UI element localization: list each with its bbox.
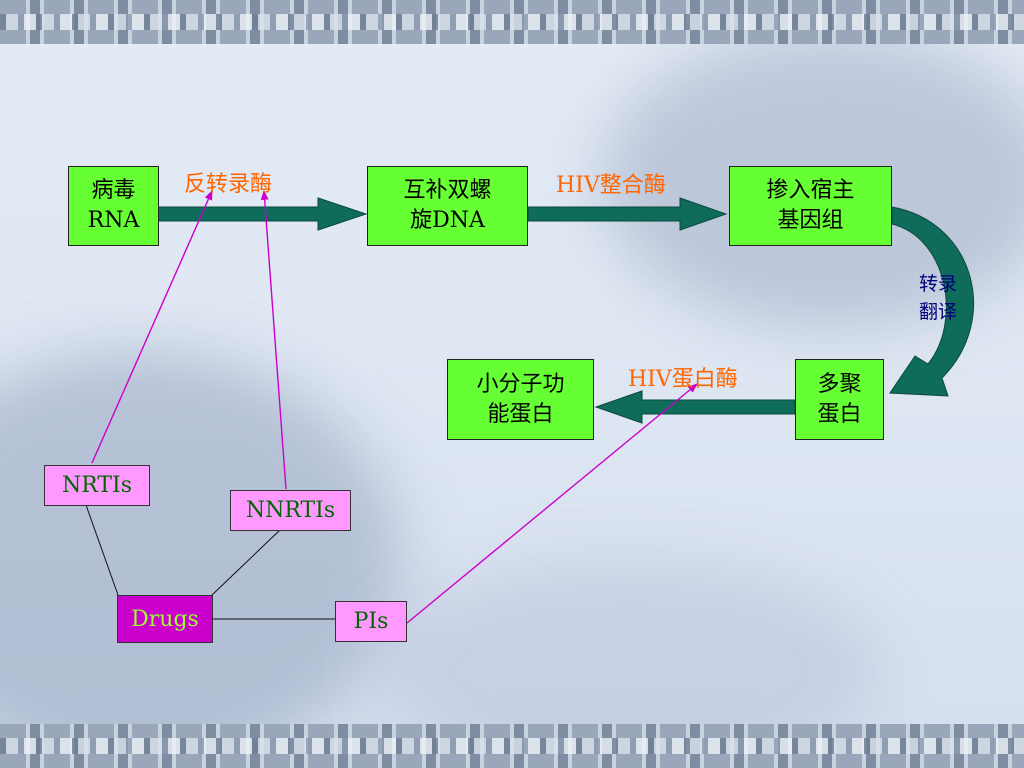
pointer-nrtis-to-rt [91, 190, 213, 464]
pointer-nnrtis-to-rt [260, 190, 287, 490]
node-polyprotein-line1: 多聚 [817, 371, 862, 397]
tree-line-nrtis [85, 504, 119, 596]
drug-center-drugs: Drugs [117, 595, 213, 643]
node-double-helix-dna: 互补双螺 旋DNA [367, 166, 528, 246]
tree-line-nnrtis [211, 529, 281, 596]
curved-arrow-genome-to-polyprotein [889, 206, 974, 397]
node-viral-rna-line2: RNA [87, 208, 140, 233]
node-double-helix-dna-line1: 互补双螺 [403, 178, 492, 203]
node-small-protein-line2: 能蛋白 [487, 401, 554, 427]
node-host-genome-line1: 掺入宿主 [766, 178, 855, 203]
background-wash [0, 350, 400, 768]
node-polyprotein: 多聚 蛋白 [795, 359, 884, 440]
pointer-pis-to-protease [406, 383, 698, 624]
node-small-functional-protein: 小分子功 能蛋白 [447, 359, 594, 440]
label-transcription: 转录 [919, 273, 958, 295]
drug-nnrtis: NNRTIs [230, 490, 351, 531]
top-border-band [0, 0, 1024, 44]
label-hiv-protease: HIV蛋白酶 [628, 367, 738, 392]
label-translation: 翻译 [919, 301, 958, 323]
label-transcription-translation: 转录 翻译 [919, 270, 957, 326]
label-hiv-integrase: HIV整合酶 [556, 173, 666, 198]
process-arrow-dna-to-genome [527, 197, 728, 231]
node-viral-rna: 病毒 RNA [68, 166, 159, 246]
drug-nrtis: NRTIs [44, 465, 150, 506]
label-reverse-transcriptase: 反转录酶 [184, 172, 273, 197]
drug-pis: PIs [335, 601, 407, 642]
node-viral-rna-line1: 病毒 [91, 178, 136, 203]
process-arrow-rna-to-dna [157, 197, 368, 231]
node-double-helix-dna-line2: 旋DNA [410, 208, 485, 233]
node-host-genome: 掺入宿主 基因组 [729, 166, 892, 246]
node-host-genome-line2: 基因组 [777, 208, 844, 233]
node-small-protein-line1: 小分子功 [476, 371, 565, 397]
bottom-border-band [0, 724, 1024, 768]
node-polyprotein-line2: 蛋白 [817, 401, 862, 427]
process-arrow-polyprotein-to-small [594, 390, 796, 424]
